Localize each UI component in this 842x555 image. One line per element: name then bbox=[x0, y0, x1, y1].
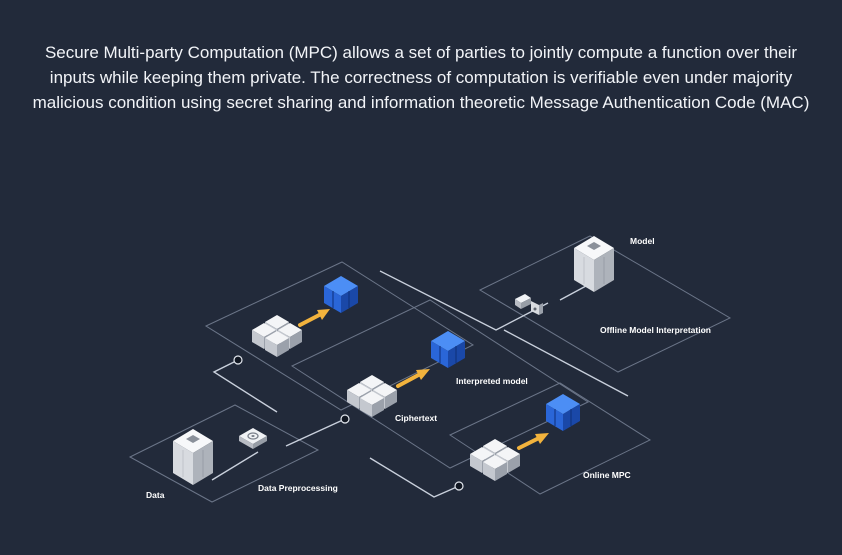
label-data-preprocessing: Data Preprocessing bbox=[258, 483, 338, 493]
label-ciphertext: Ciphertext bbox=[395, 413, 437, 423]
connector-lines bbox=[211, 270, 629, 498]
connector-node bbox=[340, 414, 350, 424]
cube-cluster-icon bbox=[252, 315, 302, 357]
label-interpreted-model: Interpreted model bbox=[456, 376, 528, 386]
connector-node bbox=[454, 481, 464, 491]
region-online-mpc-platform bbox=[448, 382, 652, 495]
region-ciphertext-platform bbox=[204, 261, 475, 411]
blue-cube-icon bbox=[323, 275, 359, 314]
region-offline-model-platform bbox=[478, 235, 732, 373]
region-interpreted-platform bbox=[290, 299, 590, 469]
label-data: Data bbox=[146, 490, 165, 500]
label-offline-model-interpretation: Offline Model Interpretation bbox=[600, 325, 711, 335]
arrow-icon bbox=[517, 433, 549, 450]
cube-cluster-icon bbox=[347, 375, 397, 417]
cube-cluster-icon bbox=[470, 439, 520, 481]
label-model: Model bbox=[630, 236, 655, 246]
gear-box-icon bbox=[238, 427, 268, 450]
key-lock-icon bbox=[515, 294, 543, 315]
arrow-icon bbox=[298, 309, 330, 327]
connector-node bbox=[233, 355, 243, 365]
arrow-icon bbox=[396, 369, 430, 388]
region-data-preprocessing-platform bbox=[128, 404, 320, 503]
building-icon bbox=[172, 428, 214, 486]
blue-cube-icon bbox=[545, 393, 581, 432]
label-online-mpc: Online MPC bbox=[583, 470, 631, 480]
mpc-description-text: Secure Multi-party Computation (MPC) all… bbox=[32, 43, 810, 112]
building-icon bbox=[573, 235, 615, 293]
